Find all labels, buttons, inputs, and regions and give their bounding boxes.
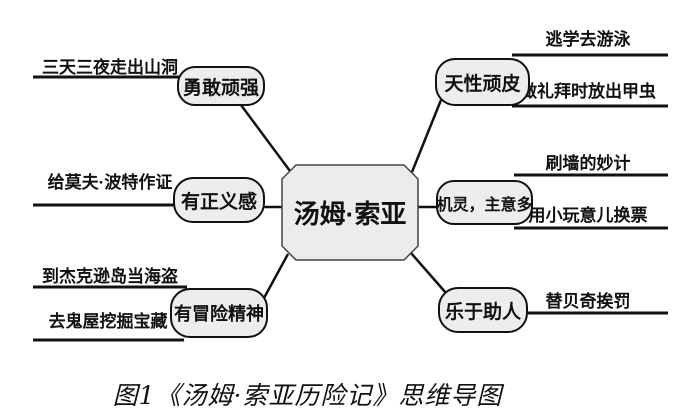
branch-connector	[239, 104, 292, 172]
leaf-label: 三天三夜走出山洞	[42, 58, 178, 77]
branch-node-justice: 有正义感	[173, 177, 265, 223]
center-node: 汤姆·索亚	[282, 165, 418, 260]
branch-node-helpful: 乐于助人	[438, 287, 528, 333]
leaf-label: 做礼拜时放出甲虫	[520, 82, 656, 101]
center-node-label: 汤姆·索亚	[293, 199, 407, 229]
leaf-label: 去鬼屋挖掘宝藏	[48, 312, 168, 331]
branch-node-label: 天性顽皮	[444, 73, 521, 95]
branch-node-adventure: 有冒险精神	[170, 288, 268, 338]
branch-connector	[410, 252, 447, 294]
branch-node-naughty: 天性顽皮	[435, 58, 530, 106]
branch-node-label: 乐于助人	[444, 301, 521, 323]
leaf-label: 到杰克逊岛当海盗	[42, 267, 178, 286]
leaf-label: 替贝奇挨罚	[545, 292, 631, 311]
leaf-label: 用小玩意儿换票	[528, 206, 648, 225]
branch-node-clever: 机灵，主意多	[436, 180, 533, 225]
leaf-label: 刷墙的妙计	[545, 154, 631, 173]
center-node-shape	[281, 164, 419, 261]
branch-node-label: 有正义感	[180, 191, 257, 213]
branch-node-label: 有冒险精神	[174, 304, 264, 324]
branch-node-label: 勇敢顽强	[182, 77, 259, 99]
branch-node-brave: 勇敢顽强	[177, 66, 265, 106]
leaf-label: 逃学去游泳	[545, 30, 631, 49]
branch-node-label: 机灵，主意多	[436, 196, 533, 214]
branch-connector	[410, 99, 443, 173]
leaf-label: 给莫夫·波特作证	[47, 173, 173, 192]
branch-connector	[262, 253, 290, 299]
figure-caption: 图1《汤姆·索亚历险记》思维导图	[112, 381, 503, 410]
